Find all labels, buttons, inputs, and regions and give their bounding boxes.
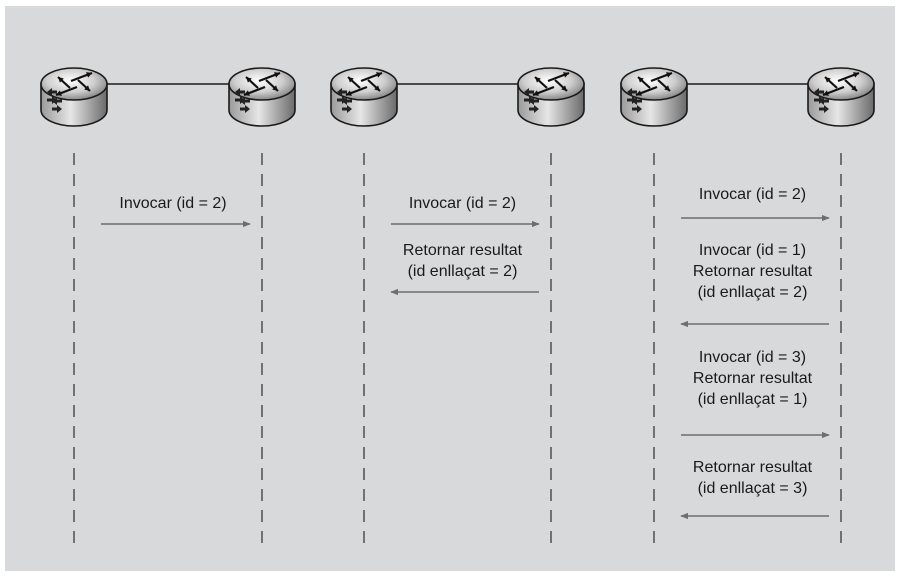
- message-label-line: Invocar (id = 1): [698, 242, 807, 259]
- message-label: Invocar (id = 2): [699, 184, 806, 205]
- message-label: Retornar resultat (id enllaçat = 2): [403, 240, 522, 282]
- message-label-line: Retornar resultat: [692, 370, 813, 387]
- panel-3: [653, 83, 842, 546]
- router-icon: [40, 67, 108, 127]
- router-icon: [228, 67, 296, 127]
- message-label-line: Invocar (id = 2): [119, 195, 227, 212]
- message-label-line: (id enllaçat = 3): [697, 480, 808, 497]
- message-label: Invocar (id = 2): [119, 193, 226, 214]
- message-label: Invocar (id = 2): [409, 193, 516, 214]
- message-label: Invocar (id = 1) Retornar resultat (id enl…: [693, 240, 812, 303]
- panel-2: [363, 83, 552, 546]
- router-icon: [807, 67, 875, 127]
- router-icon: [517, 67, 585, 127]
- message-label-line: (id enllaçat = 2): [407, 263, 518, 280]
- message-label-line: Invocar (id = 2): [698, 186, 807, 203]
- message-label-line: Invocar (id = 3): [698, 349, 807, 366]
- diagram-canvas: [40, 67, 875, 546]
- panel-1: [73, 83, 263, 546]
- message-label: Retornar resultat (id enllaçat = 3): [693, 457, 812, 499]
- sequence-diagram: Invocar (id = 2) Invocar (id = 2) Retornar…: [5, 6, 895, 571]
- message-label-line: Retornar resultat: [692, 263, 813, 280]
- message-label-line: (id enllaçat = 2): [697, 284, 808, 301]
- message-label-line: Invocar (id = 2): [408, 195, 517, 212]
- message-label-line: Retornar resultat: [692, 459, 813, 476]
- message-label-line: (id enllaçat = 1): [697, 391, 808, 408]
- router-icon: [620, 67, 688, 127]
- message-label-line: Retornar resultat: [402, 242, 523, 259]
- message-label: Invocar (id = 3) Retornar resultat (id enl…: [693, 347, 812, 410]
- router-icon: [330, 67, 398, 127]
